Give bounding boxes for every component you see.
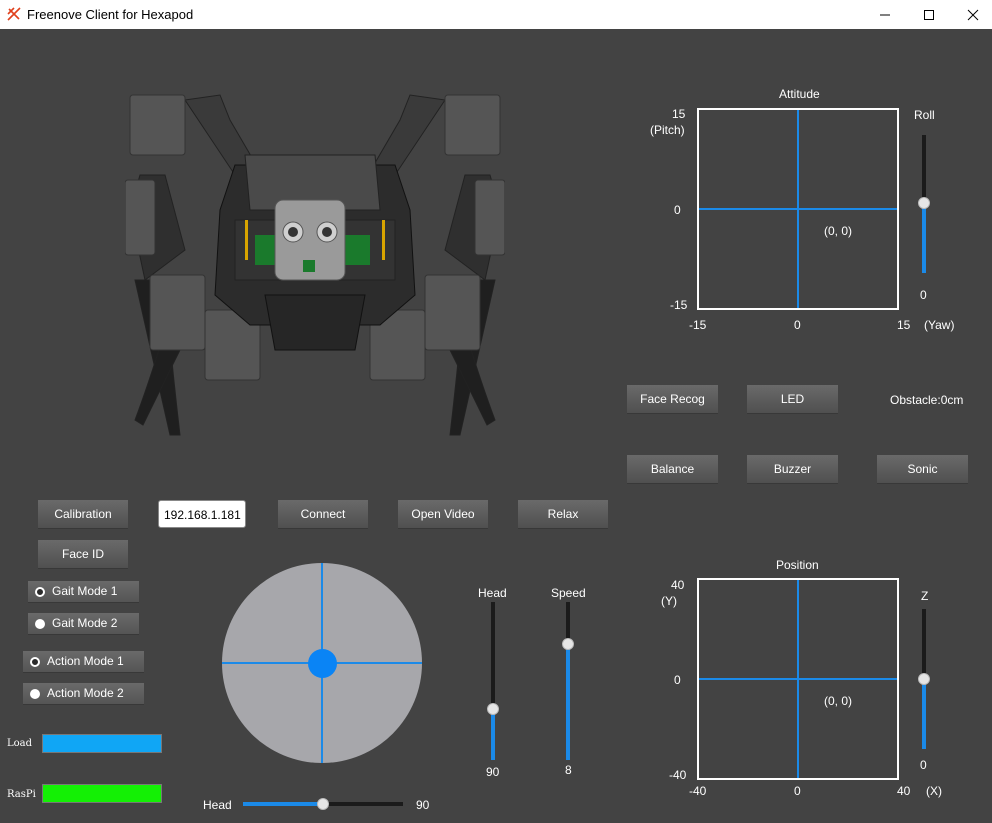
attitude-h-line <box>699 208 897 210</box>
led-button[interactable]: LED <box>747 385 838 414</box>
roll-slider-handle[interactable] <box>918 197 930 209</box>
radio-unselected-icon <box>30 689 40 699</box>
position-x-zero: 0 <box>794 784 801 798</box>
position-x-min: -40 <box>689 784 707 798</box>
attitude-x-axis-name: (Yaw) <box>924 318 955 332</box>
position-x-max: 40 <box>897 784 911 798</box>
attitude-x-max: 15 <box>897 318 911 332</box>
attitude-title: Attitude <box>779 87 820 101</box>
radio-selected-icon <box>30 657 40 667</box>
attitude-y-zero: 0 <box>674 203 681 217</box>
head-horizontal-value: 90 <box>416 798 430 812</box>
minimize-icon <box>880 14 890 15</box>
attitude-readout: (0, 0) <box>824 224 853 238</box>
maximize-icon <box>924 9 934 20</box>
joystick-handle[interactable] <box>308 649 337 678</box>
obstacle-readout: Obstacle:0cm <box>890 393 964 407</box>
buzzer-button[interactable]: Buzzer <box>747 455 838 484</box>
open-video-button[interactable]: Open Video <box>398 500 488 529</box>
face-id-button[interactable]: Face ID <box>38 540 128 569</box>
head-vertical-slider-fill <box>491 710 495 760</box>
close-button[interactable] <box>950 0 992 29</box>
speed-slider-handle[interactable] <box>562 638 574 650</box>
z-value: 0 <box>920 758 927 772</box>
radio-selected-icon <box>35 587 45 597</box>
speed-slider-fill <box>566 645 570 760</box>
close-icon <box>967 9 979 20</box>
movement-joystick[interactable] <box>222 563 422 763</box>
head-horizontal-slider-handle[interactable] <box>317 798 329 810</box>
attitude-x-min: -15 <box>689 318 707 332</box>
maximize-button[interactable] <box>906 0 952 29</box>
speed-label: Speed <box>551 586 586 600</box>
speed-value: 8 <box>565 763 572 777</box>
position-plot[interactable]: (0, 0) <box>697 578 899 780</box>
face-recog-button[interactable]: Face Recog <box>627 385 718 414</box>
load-label: Load <box>7 738 33 749</box>
gait-mode-1-radio[interactable]: Gait Mode 1 <box>28 581 139 603</box>
head-vertical-slider-track[interactable] <box>491 602 495 760</box>
roll-slider-fill <box>922 204 926 273</box>
action-mode-2-label: Action Mode 2 <box>47 686 124 700</box>
calibration-button[interactable]: Calibration <box>38 500 128 529</box>
attitude-y-min: -15 <box>670 298 688 312</box>
roll-label: Roll <box>914 108 935 122</box>
gait-mode-1-label: Gait Mode 1 <box>52 584 118 598</box>
head-vertical-label: Head <box>478 586 507 600</box>
gait-mode-2-label: Gait Mode 2 <box>52 616 118 630</box>
action-mode-1-label: Action Mode 1 <box>47 654 124 668</box>
position-y-axis-name: (Y) <box>661 594 677 608</box>
attitude-plot[interactable]: (0, 0) <box>697 108 899 310</box>
position-x-axis-name: (X) <box>926 784 942 798</box>
relax-button[interactable]: Relax <box>518 500 608 529</box>
attitude-x-zero: 0 <box>794 318 801 332</box>
balance-button[interactable]: Balance <box>627 455 718 484</box>
title-bar: Freenove Client for Hexapod <box>0 0 992 29</box>
gait-mode-2-radio[interactable]: Gait Mode 2 <box>28 613 139 635</box>
raspi-label: RasPi <box>7 789 36 800</box>
attitude-y-max: 15 <box>672 107 686 121</box>
sonic-button[interactable]: Sonic <box>877 455 968 484</box>
position-y-zero: 0 <box>674 673 681 687</box>
roll-value: 0 <box>920 288 927 302</box>
load-indicator <box>42 734 162 753</box>
minimize-button[interactable] <box>862 0 908 29</box>
position-readout: (0, 0) <box>824 694 853 708</box>
z-slider-fill <box>922 679 926 749</box>
head-vertical-slider-handle[interactable] <box>487 703 499 715</box>
head-horizontal-slider-fill <box>243 802 323 806</box>
z-slider-handle[interactable] <box>918 673 930 685</box>
ip-address-input[interactable]: 192.168.1.181 <box>158 500 246 528</box>
connect-button[interactable]: Connect <box>278 500 368 529</box>
attitude-y-axis-name: (Pitch) <box>650 123 685 137</box>
raspi-indicator <box>42 784 162 803</box>
position-y-min: -40 <box>669 768 687 782</box>
head-vertical-value: 90 <box>486 765 500 779</box>
position-h-line <box>699 678 897 680</box>
position-y-max: 40 <box>671 578 685 592</box>
hexapod-robot-image <box>125 94 505 436</box>
position-title: Position <box>776 558 819 572</box>
action-mode-1-radio[interactable]: Action Mode 1 <box>23 651 144 673</box>
head-horizontal-label: Head <box>203 798 232 812</box>
window-title: Freenove Client for Hexapod <box>27 7 194 22</box>
z-label: Z <box>921 589 929 603</box>
freenove-logo-icon <box>7 7 21 21</box>
radio-unselected-icon <box>35 619 45 629</box>
action-mode-2-radio[interactable]: Action Mode 2 <box>23 683 144 705</box>
